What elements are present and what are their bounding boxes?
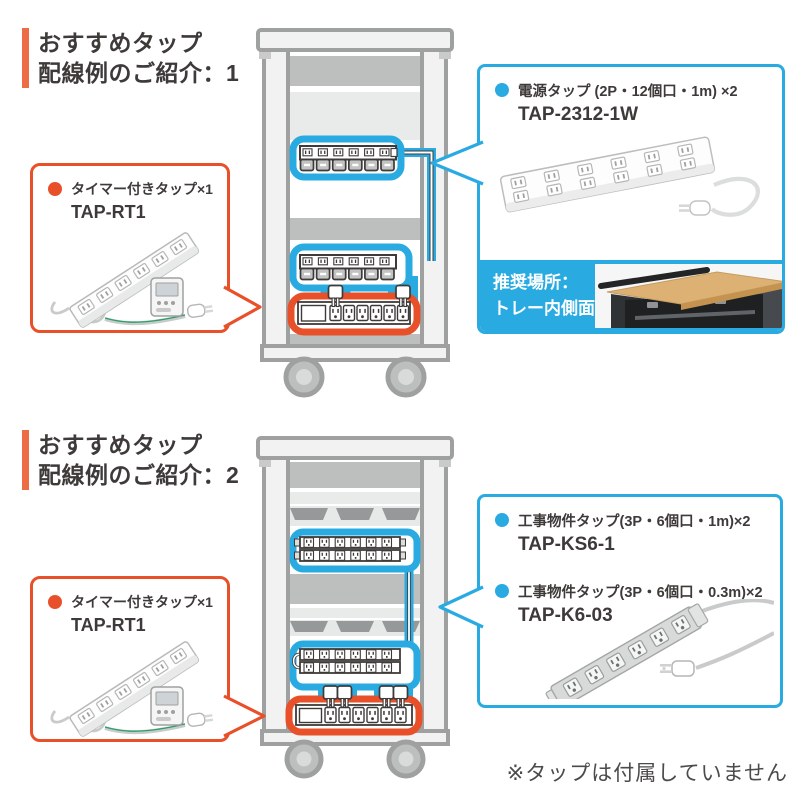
location-title: 推奨場所： bbox=[493, 272, 578, 292]
callout-pointer-left bbox=[438, 585, 484, 629]
timer-tap-model: TAP-RT1 bbox=[71, 202, 146, 222]
timer-tap-label: タイマー付きタップ×1 bbox=[71, 181, 213, 197]
location-value: トレー内側面 bbox=[493, 298, 595, 318]
recommended-location-band: 推奨場所： トレー内側面 bbox=[480, 260, 782, 331]
callout-pointer-right bbox=[223, 694, 266, 738]
power-tap-callout: 電源タップ (2P・12個口・1m) ×2 TAP-2312-1W 推奨場所： … bbox=[430, 64, 785, 334]
section2-title: おすすめタップ 配線例のご紹介：2 bbox=[22, 430, 239, 490]
construction-tap-1m-label: 工事物件タップ(3P・6個口・1m)×2 bbox=[518, 514, 751, 530]
timer-tap-label: タイマー付きタップ×1 bbox=[71, 594, 213, 610]
tap-k6-product-image bbox=[545, 599, 774, 699]
footnote: ※タップは付属していません bbox=[506, 762, 788, 785]
section1-title: おすすめタップ 配線例のご紹介：1 bbox=[22, 28, 239, 88]
power-tap-model: TAP-2312-1W bbox=[518, 104, 639, 125]
construction-tap-03m-label: 工事物件タップ(3P・6個口・0.3m)×2 bbox=[518, 585, 763, 601]
power-tap-label: 電源タップ (2P・12個口・1m) ×2 bbox=[518, 84, 738, 100]
bullet-icon bbox=[495, 513, 509, 527]
construction-tap-03m-model: TAP-K6-03 bbox=[518, 605, 613, 626]
title-accent-bar bbox=[22, 430, 29, 490]
rack-illustration-1 bbox=[256, 28, 454, 398]
section2-title-line2: 配線例のご紹介：2 bbox=[38, 462, 240, 488]
tap-2312-product-image bbox=[499, 136, 760, 217]
section2-title-line1: おすすめタップ bbox=[38, 432, 203, 458]
construction-tap-1m-model: TAP-KS6-1 bbox=[518, 534, 615, 555]
rack-illustration-2 bbox=[256, 436, 454, 779]
timer-tap-callout-2: タイマー付きタップ×1 TAP-RT1 bbox=[30, 576, 266, 742]
callout-pointer-right bbox=[223, 285, 262, 329]
bullet-icon bbox=[48, 182, 62, 196]
bullet-icon bbox=[48, 595, 62, 609]
callout-pointer-left bbox=[430, 140, 484, 186]
timer-tap-callout-1: タイマー付きタップ×1 TAP-RT1 bbox=[30, 163, 262, 333]
tray-location-photo bbox=[595, 263, 782, 328]
section1-title-line2: 配線例のご紹介：1 bbox=[38, 60, 240, 86]
construction-tap-callout: 工事物件タップ(3P・6個口・1m)×2 TAP-KS6-1 工事物件タップ(3… bbox=[438, 494, 783, 708]
section1-title-line1: おすすめタップ bbox=[38, 30, 203, 56]
timer-tap-model: TAP-RT1 bbox=[71, 615, 146, 635]
bullet-icon bbox=[495, 584, 509, 598]
tap-rt1-product-image bbox=[50, 232, 214, 328]
bullet-icon bbox=[495, 83, 509, 97]
tap-rt1-product-image bbox=[50, 641, 214, 737]
title-accent-bar bbox=[22, 28, 29, 88]
